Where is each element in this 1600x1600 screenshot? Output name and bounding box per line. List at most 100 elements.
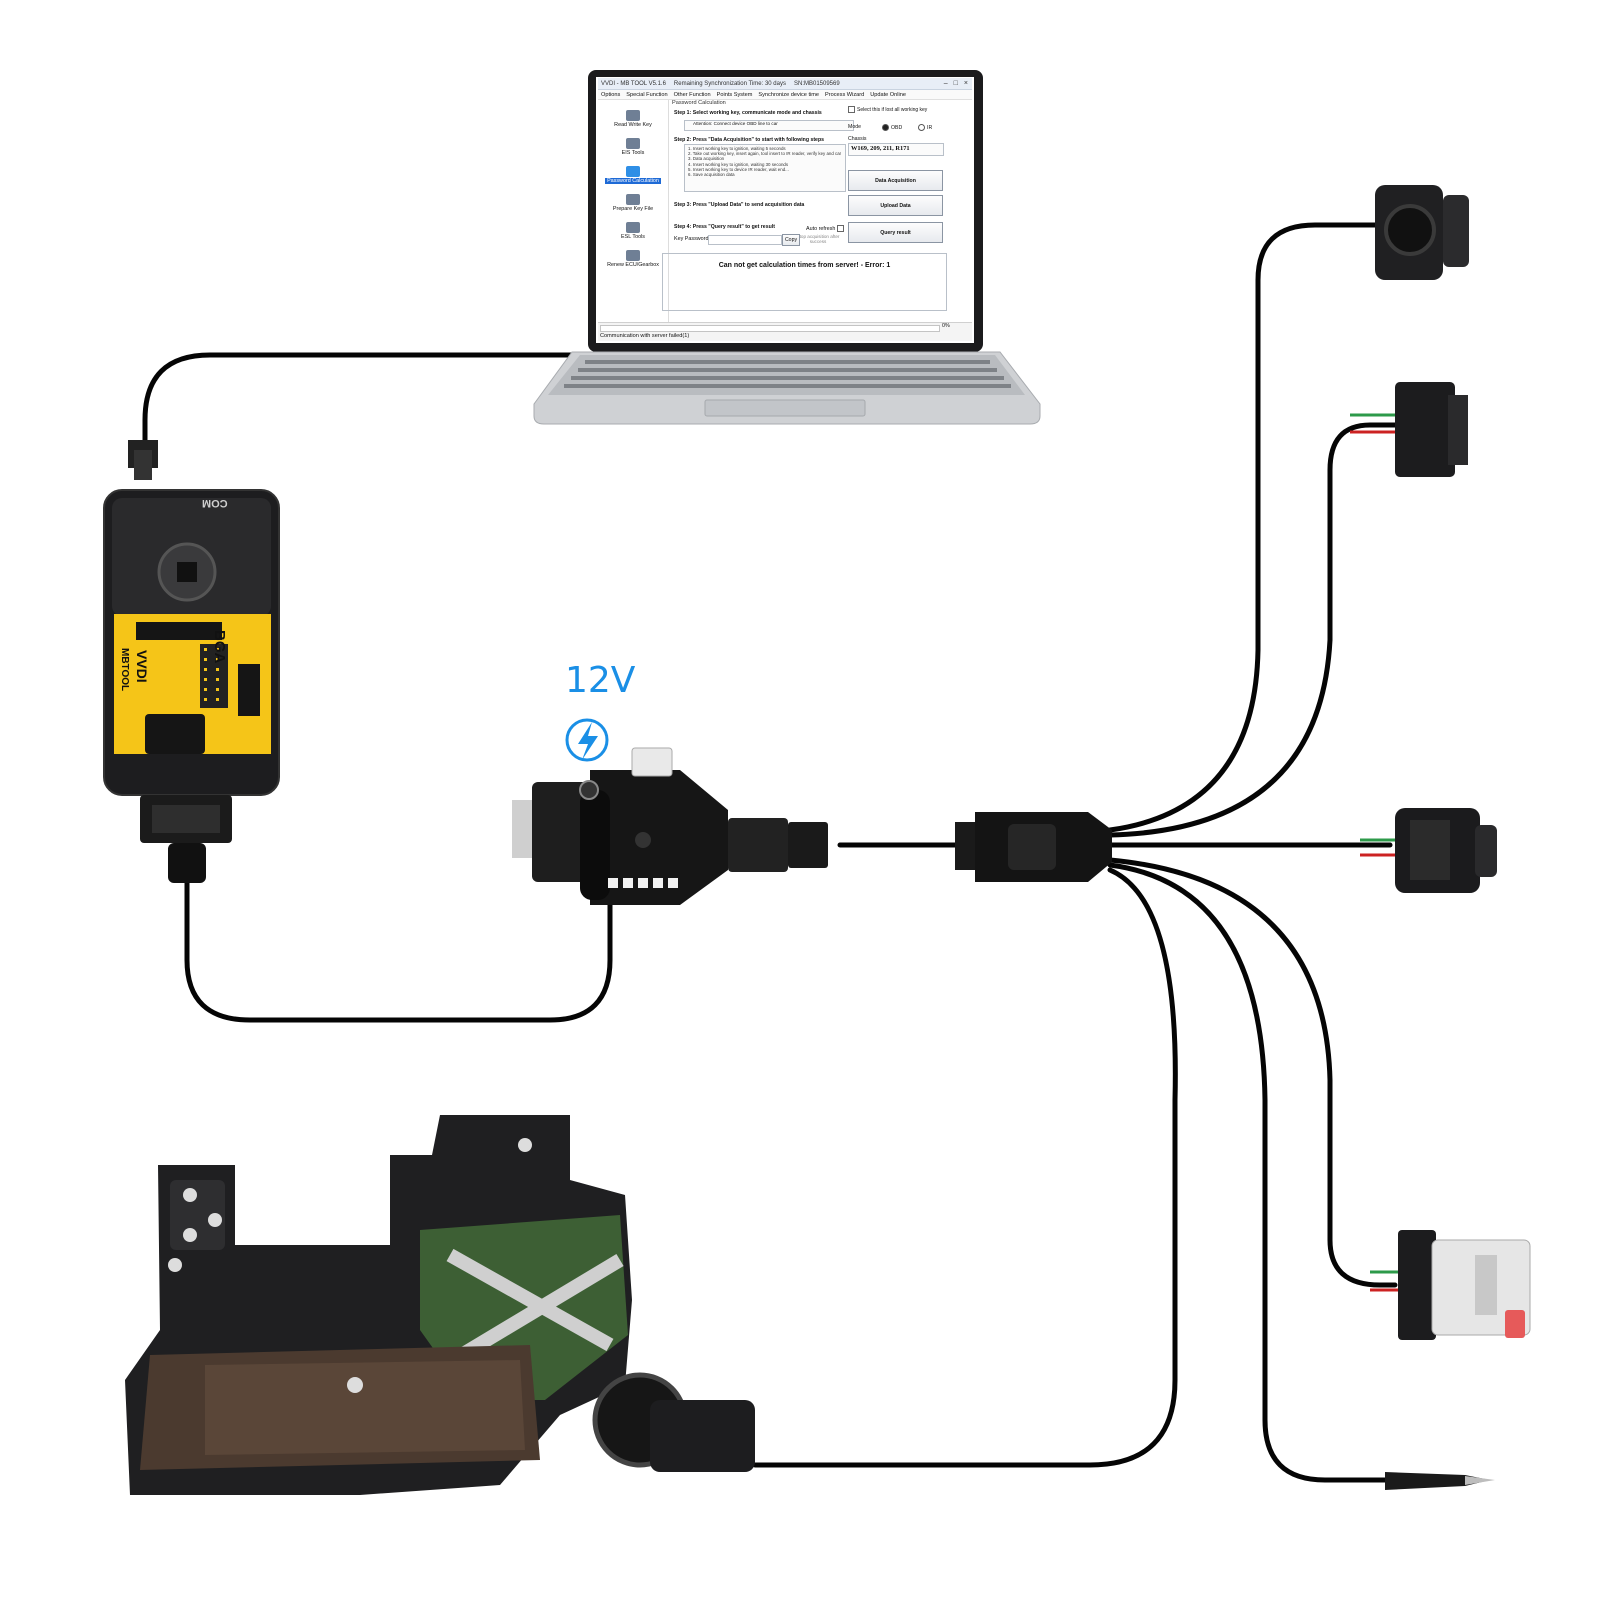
obd-cable-device bbox=[184, 877, 613, 1023]
menu-points-system[interactable]: Points System bbox=[716, 91, 753, 98]
alligator-clip bbox=[1385, 1472, 1495, 1490]
window-titlebar: VVDI - MB TOOL V5.1.6 Remaining Synchron… bbox=[598, 78, 972, 90]
maximize-button[interactable]: □ bbox=[953, 80, 958, 87]
esl-icon bbox=[626, 222, 640, 233]
mode-ir-radio[interactable]: IR bbox=[918, 124, 932, 131]
device-bga-label: BGA bbox=[211, 630, 228, 664]
password-calc-icon bbox=[626, 166, 640, 177]
step-item: 5. Insert working key to device IR reade… bbox=[688, 166, 789, 172]
obd-splitter bbox=[955, 812, 1112, 882]
power-jack bbox=[579, 780, 599, 800]
ecu-icon bbox=[626, 250, 640, 261]
message-box: Can not get calculation times from serve… bbox=[662, 253, 947, 311]
sidebar-item-prepare-key-file[interactable]: Prepare Key File bbox=[598, 186, 668, 212]
query-result-button[interactable]: Query result bbox=[848, 222, 943, 243]
key-password-label: Key Password bbox=[674, 236, 709, 242]
serial-number: SN:MB01509569 bbox=[793, 80, 840, 87]
sidebar: Read Write Key EIS Tools Password Calcul… bbox=[598, 100, 669, 330]
branch-4 bbox=[1107, 857, 1398, 1288]
power-voltage-label: 12V bbox=[565, 660, 636, 701]
connector-4 bbox=[1370, 1230, 1531, 1340]
sidebar-item-renew-ecu[interactable]: Renew ECU/Gearbox bbox=[598, 242, 668, 268]
sync-time: Remaining Synchronization Time: 30 days bbox=[673, 80, 786, 87]
chassis-select[interactable]: W169, 209, 211, R171 bbox=[848, 143, 944, 156]
sidebar-item-label: Prepare Key File bbox=[612, 206, 654, 212]
step-3-label: Step 3: Press "Upload Data" to send acqu… bbox=[674, 202, 805, 208]
menu-other-function[interactable]: Other Function bbox=[673, 91, 711, 98]
stop-acquisition-option[interactable]: Stop acquisition after success bbox=[796, 234, 840, 244]
device-brand-label: VVDI bbox=[134, 650, 150, 683]
step-1-label: Step 1: Select working key, communicate … bbox=[674, 110, 822, 116]
sidebar-item-label: Read Write Key bbox=[614, 122, 652, 128]
key-file-icon bbox=[626, 194, 640, 205]
sidebar-item-label: ESL Tools bbox=[621, 234, 645, 240]
branch-2 bbox=[1107, 422, 1398, 838]
lost-all-keys-label: Select this if lost all working key bbox=[857, 106, 928, 113]
step-item: 3. Data acquisition bbox=[688, 156, 725, 162]
upload-data-button[interactable]: Upload Data bbox=[848, 195, 943, 216]
branch-6 bbox=[752, 867, 1178, 1468]
sidebar-item-read-write-key[interactable]: Read Write Key bbox=[598, 102, 668, 128]
lightning-bolt-icon bbox=[565, 718, 609, 762]
menu-sync-time[interactable]: Synchronize device time bbox=[758, 91, 820, 98]
device-com-label: COM bbox=[202, 497, 228, 509]
sidebar-item-password-calculation[interactable]: Password Calculation bbox=[598, 158, 668, 184]
password-calculation-panel: Password Calculation Step 1: Select work… bbox=[672, 100, 968, 330]
key-password-input[interactable] bbox=[708, 235, 782, 245]
branch-5 bbox=[1107, 862, 1388, 1483]
radio-unselected[interactable] bbox=[918, 124, 925, 131]
steps-list: 1. Insert working key to ignition, waiti… bbox=[688, 146, 841, 177]
chassis-value: W169, 209, 211, R171 bbox=[851, 145, 910, 152]
cables bbox=[142, 222, 1398, 1483]
sidebar-item-label: Renew ECU/Gearbox bbox=[607, 262, 659, 268]
menu-special-function[interactable]: Special Function bbox=[626, 91, 668, 98]
step-4-label: Step 4: Press "Query result" to get resu… bbox=[674, 224, 775, 230]
step-item: 2. Take out working key, insert again, t… bbox=[688, 151, 842, 157]
menu-options[interactable]: Options bbox=[601, 91, 621, 98]
chassis-label: Chassis bbox=[848, 136, 867, 142]
vvdi-mb-tool bbox=[103, 440, 280, 883]
mode-ir-label: IR bbox=[927, 124, 933, 131]
minimize-button[interactable]: – bbox=[943, 80, 948, 87]
step-item: 6. Save acquisition data bbox=[688, 172, 735, 178]
sidebar-item-label: Password Calculation bbox=[605, 178, 661, 184]
status-bar: 0% Communication with server failed(1) bbox=[598, 322, 972, 341]
checkbox[interactable] bbox=[848, 106, 855, 113]
vvdi-mb-tool-window: VVDI - MB TOOL V5.1.6 Remaining Synchron… bbox=[598, 78, 972, 341]
status-text: Communication with server failed(1) bbox=[600, 333, 690, 339]
auto-refresh-label: Auto refresh bbox=[806, 225, 836, 232]
mode-obd-label: OBD bbox=[891, 124, 903, 131]
eis-icon bbox=[626, 138, 640, 149]
menu-process-wizard[interactable]: Process Wizard bbox=[825, 91, 865, 98]
attention-notice: Attention: Connect device OBD line to ca… bbox=[684, 120, 854, 131]
menu-update-online[interactable]: Update Online bbox=[870, 91, 906, 98]
step-2-label: Step 2: Press "Data Acquisition" to star… bbox=[674, 137, 824, 143]
steps-list-box bbox=[684, 144, 846, 192]
connector-1 bbox=[1375, 185, 1469, 280]
progress-bar bbox=[600, 325, 940, 332]
close-button[interactable]: × bbox=[963, 80, 968, 87]
sidebar-item-label: EIS Tools bbox=[621, 150, 645, 156]
window-title: VVDI - MB TOOL V5.1.6 bbox=[601, 80, 666, 87]
error-message: Can not get calculation times from serve… bbox=[718, 262, 891, 269]
branch-1 bbox=[1107, 222, 1378, 833]
sidebar-item-eis-tools[interactable]: EIS Tools bbox=[598, 130, 668, 156]
transmission-control-unit bbox=[125, 1115, 755, 1495]
copy-button[interactable]: Copy bbox=[782, 234, 800, 246]
menu-bar: Options Special Function Other Function … bbox=[598, 90, 972, 100]
key-reader-icon bbox=[626, 110, 640, 121]
mode-obd-radio[interactable]: OBD bbox=[882, 124, 902, 131]
data-acquisition-button[interactable]: Data Acquisition bbox=[848, 170, 943, 191]
usb-cable bbox=[142, 352, 593, 458]
radio-selected[interactable] bbox=[882, 124, 889, 131]
connector-3 bbox=[1360, 808, 1497, 893]
lost-all-keys-option[interactable]: Select this if lost all working key bbox=[848, 106, 927, 113]
step-item: 4. Insert working key to ignition, waiti… bbox=[688, 161, 789, 167]
sidebar-item-esl-tools[interactable]: ESL Tools bbox=[598, 214, 668, 240]
auto-refresh-option[interactable]: Auto refresh bbox=[806, 225, 845, 232]
auto-refresh-checkbox[interactable] bbox=[837, 225, 845, 232]
device-model-label: MBTOOL bbox=[119, 648, 130, 692]
adapter-board bbox=[512, 747, 828, 905]
connector-2 bbox=[1350, 382, 1468, 477]
step-item: 1. Insert working key to ignition, waiti… bbox=[688, 146, 786, 151]
